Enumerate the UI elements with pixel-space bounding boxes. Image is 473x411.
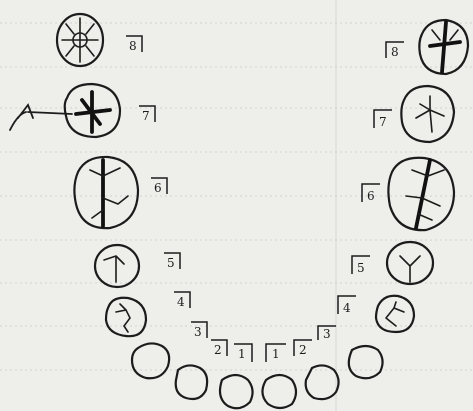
svg-text:5: 5 bbox=[357, 261, 365, 275]
svg-text:2: 2 bbox=[214, 343, 222, 357]
qnum-right-6: 6 bbox=[151, 178, 167, 195]
tooth-left-1 bbox=[262, 375, 296, 408]
qnum-right-5: 5 bbox=[164, 253, 180, 270]
svg-text:4: 4 bbox=[177, 295, 185, 309]
qnum-left-1: 1 bbox=[266, 344, 286, 362]
qnum-left-2: 2 bbox=[294, 340, 312, 357]
tooth-left-7 bbox=[401, 86, 454, 142]
qnum-left-6: 6 bbox=[362, 184, 380, 203]
tooth-right-6 bbox=[74, 157, 138, 228]
tooth-left-2 bbox=[306, 365, 339, 399]
svg-text:7: 7 bbox=[379, 115, 387, 129]
svg-text:5: 5 bbox=[167, 256, 175, 270]
qnum-right-4: 4 bbox=[174, 292, 190, 309]
qnum-right-1: 1 bbox=[234, 344, 252, 362]
svg-text:8: 8 bbox=[129, 39, 137, 53]
qnum-left-7: 7 bbox=[374, 110, 392, 129]
svg-text:6: 6 bbox=[154, 181, 162, 195]
svg-text:7: 7 bbox=[142, 109, 150, 123]
svg-text:4: 4 bbox=[343, 301, 351, 315]
qnum-left-8: 8 bbox=[386, 42, 404, 59]
qnum-left-3: 3 bbox=[318, 326, 336, 341]
qnum-right-7: 7 bbox=[139, 106, 155, 123]
tooth-right-5 bbox=[95, 245, 139, 287]
tooth-right-7 bbox=[10, 84, 120, 137]
tooth-right-8 bbox=[57, 14, 103, 66]
tooth-right-1 bbox=[220, 375, 253, 408]
svg-text:3: 3 bbox=[194, 325, 202, 339]
tooth-left-6 bbox=[388, 158, 454, 230]
svg-text:2: 2 bbox=[299, 343, 307, 357]
qnum-right-2: 2 bbox=[211, 340, 227, 357]
quadrant-numbers-left: 1 2 3 4 5 6 7 8 bbox=[266, 42, 404, 362]
tooth-right-3 bbox=[132, 343, 169, 378]
svg-text:1: 1 bbox=[272, 347, 280, 361]
tooth-right-4 bbox=[106, 298, 146, 336]
tooth-left-3 bbox=[349, 346, 383, 378]
svg-text:1: 1 bbox=[238, 347, 246, 361]
svg-text:6: 6 bbox=[367, 189, 375, 203]
qnum-right-3: 3 bbox=[191, 322, 207, 339]
qnum-left-4: 4 bbox=[338, 296, 356, 315]
tooth-right-2 bbox=[176, 365, 207, 399]
tooth-left-4 bbox=[376, 296, 414, 332]
svg-text:3: 3 bbox=[323, 327, 331, 341]
tooth-left-5 bbox=[387, 242, 433, 284]
qnum-left-5: 5 bbox=[352, 256, 370, 275]
svg-text:8: 8 bbox=[391, 45, 399, 59]
tooth-left-8 bbox=[419, 20, 468, 74]
qnum-right-8: 8 bbox=[126, 36, 142, 53]
